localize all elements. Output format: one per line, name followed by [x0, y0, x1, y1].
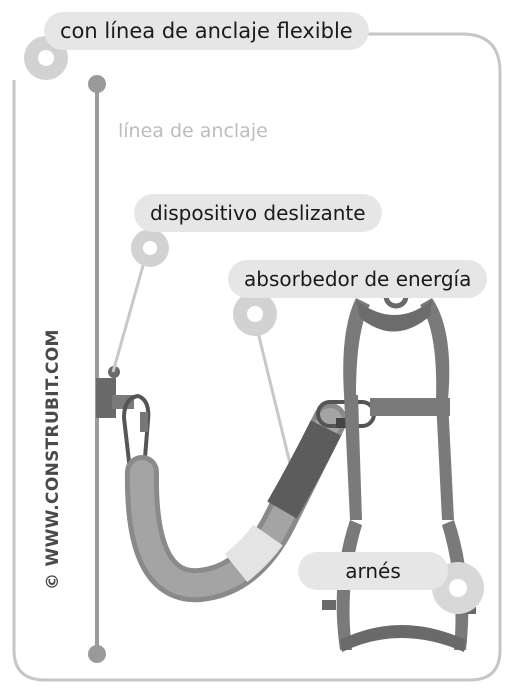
absorber-leader [253, 319, 298, 489]
sliding-device [96, 366, 134, 418]
anchor-top-point [88, 75, 106, 93]
frame [12, 32, 502, 682]
watermark: © WWW.CONSTRUBIT.COM [43, 329, 63, 590]
sliding-device-leader [111, 247, 150, 373]
watermark-text: WWW.CONSTRUBIT.COM [43, 329, 63, 567]
anchor-line-label: línea de anclaje [118, 120, 268, 142]
energy-absorber-label: absorbedor de energía [228, 260, 488, 298]
copyright-icon: © [43, 572, 63, 590]
lanyard-sleeve [224, 524, 283, 583]
energy-absorber [267, 420, 342, 519]
title-label: con línea de anclaje flexible [44, 12, 369, 50]
sliding-device-label: dispositivo deslizante [134, 194, 382, 232]
harness-label: arnés [298, 552, 448, 590]
anchor-bottom-point [88, 645, 106, 663]
